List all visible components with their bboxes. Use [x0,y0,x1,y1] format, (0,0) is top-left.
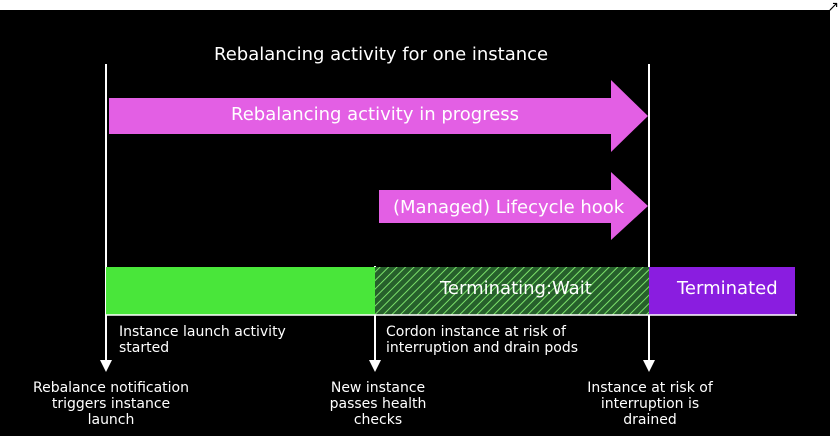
instance-launch-annotation: Instance launch activity started [119,324,286,356]
drained-event: Instance at risk of interruption is drai… [587,380,713,428]
rebalance-notification-event: Rebalance notification triggers instance… [32,380,189,428]
lifecycle-hook-arrow [379,172,648,240]
diagram-canvas: Rebalancing activity for one instance Re… [0,10,830,436]
rebalancing-activity-arrow [109,80,648,152]
terminated-label: Terminated [677,278,778,299]
lifecycle-hook-label: (Managed) Lifecycle hook [393,197,625,218]
terminating-wait-label: Terminating:Wait [440,278,592,299]
corner-arrow-icon: ↗ [827,0,839,15]
terminated-bar [649,267,795,315]
health-checks-event: New instance passes health checks [329,380,427,428]
rebalancing-activity-label: Rebalancing activity in progress [231,104,520,125]
diagram-title: Rebalancing activity for one instance [214,44,549,65]
diagram-graphics [100,64,797,372]
launch-bar [106,267,375,315]
right-time-marker [643,64,655,372]
terminating-wait-bar [375,267,649,315]
cordon-drain-annotation: Cordon instance at risk of interruption … [386,324,579,356]
